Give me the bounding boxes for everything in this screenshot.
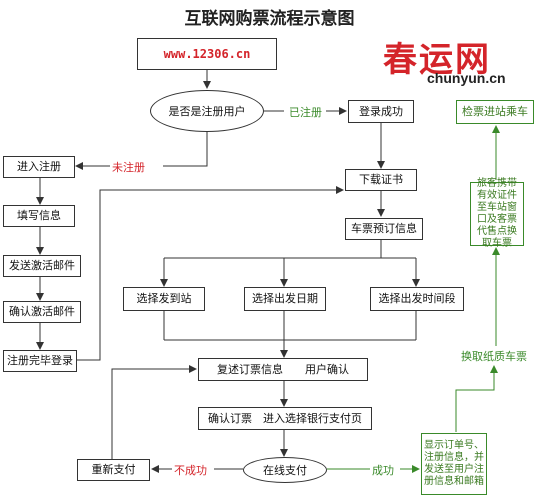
ticket-booking-info-box: 车票预订信息: [345, 218, 423, 240]
online-payment-node: 在线支付: [243, 457, 327, 483]
download-certificate-box: 下载证书: [345, 169, 417, 191]
board-train-box: 检票进站乘车: [456, 100, 534, 124]
logo-chinese-text: 春运网: [383, 40, 491, 80]
register-complete-login-box: 注册完毕登录: [3, 350, 77, 372]
take-id-to-station-box: 旅客携带有效证件至车站窗口及客票代售点换取车票: [470, 178, 524, 249]
edge-label-registered: 已注册: [289, 106, 322, 119]
website-url-box: www.12306.cn: [137, 38, 277, 70]
choose-station-box: 选择发到站: [123, 287, 205, 311]
chunyun-logo: 春运网 chunyun.cn: [383, 32, 533, 92]
edge-label-failed: 不成功: [174, 464, 207, 477]
fill-info-box: 填写信息: [3, 205, 75, 227]
enter-register-box: 进入注册: [3, 156, 75, 178]
choose-time-box: 选择出发时间段: [370, 287, 464, 311]
repay-box: 重新支付: [77, 459, 150, 481]
show-order-box: 显示订单号、注册信息，并发送至用户注册信息和邮箱: [421, 433, 487, 495]
edge-done-to-cert: [77, 186, 344, 361]
edge-label-not-registered: 未注册: [112, 161, 145, 174]
confirm-order-box: 确认订票 进入选择银行支付页: [198, 407, 372, 430]
confirm-activation-email-box: 确认激活邮件: [3, 301, 81, 323]
review-order-box: 复述订票信息 用户确认: [198, 358, 368, 381]
login-success-box: 登录成功: [348, 100, 414, 123]
edge-repay-to-review: [111, 365, 197, 459]
registered-user-decision: 是否是注册用户: [150, 90, 264, 132]
exchange-paper-ticket-label: 换取纸质车票: [461, 350, 527, 363]
send-activation-email-box: 发送激活邮件: [3, 255, 81, 277]
diagram-title: 互联网购票流程示意图: [184, 9, 355, 29]
logo-english-text: chunyun.cn: [427, 70, 506, 86]
edge-order-to-exchange: [455, 365, 498, 432]
edge-label-success: 成功: [372, 464, 394, 477]
choose-date-box: 选择出发日期: [244, 287, 326, 311]
